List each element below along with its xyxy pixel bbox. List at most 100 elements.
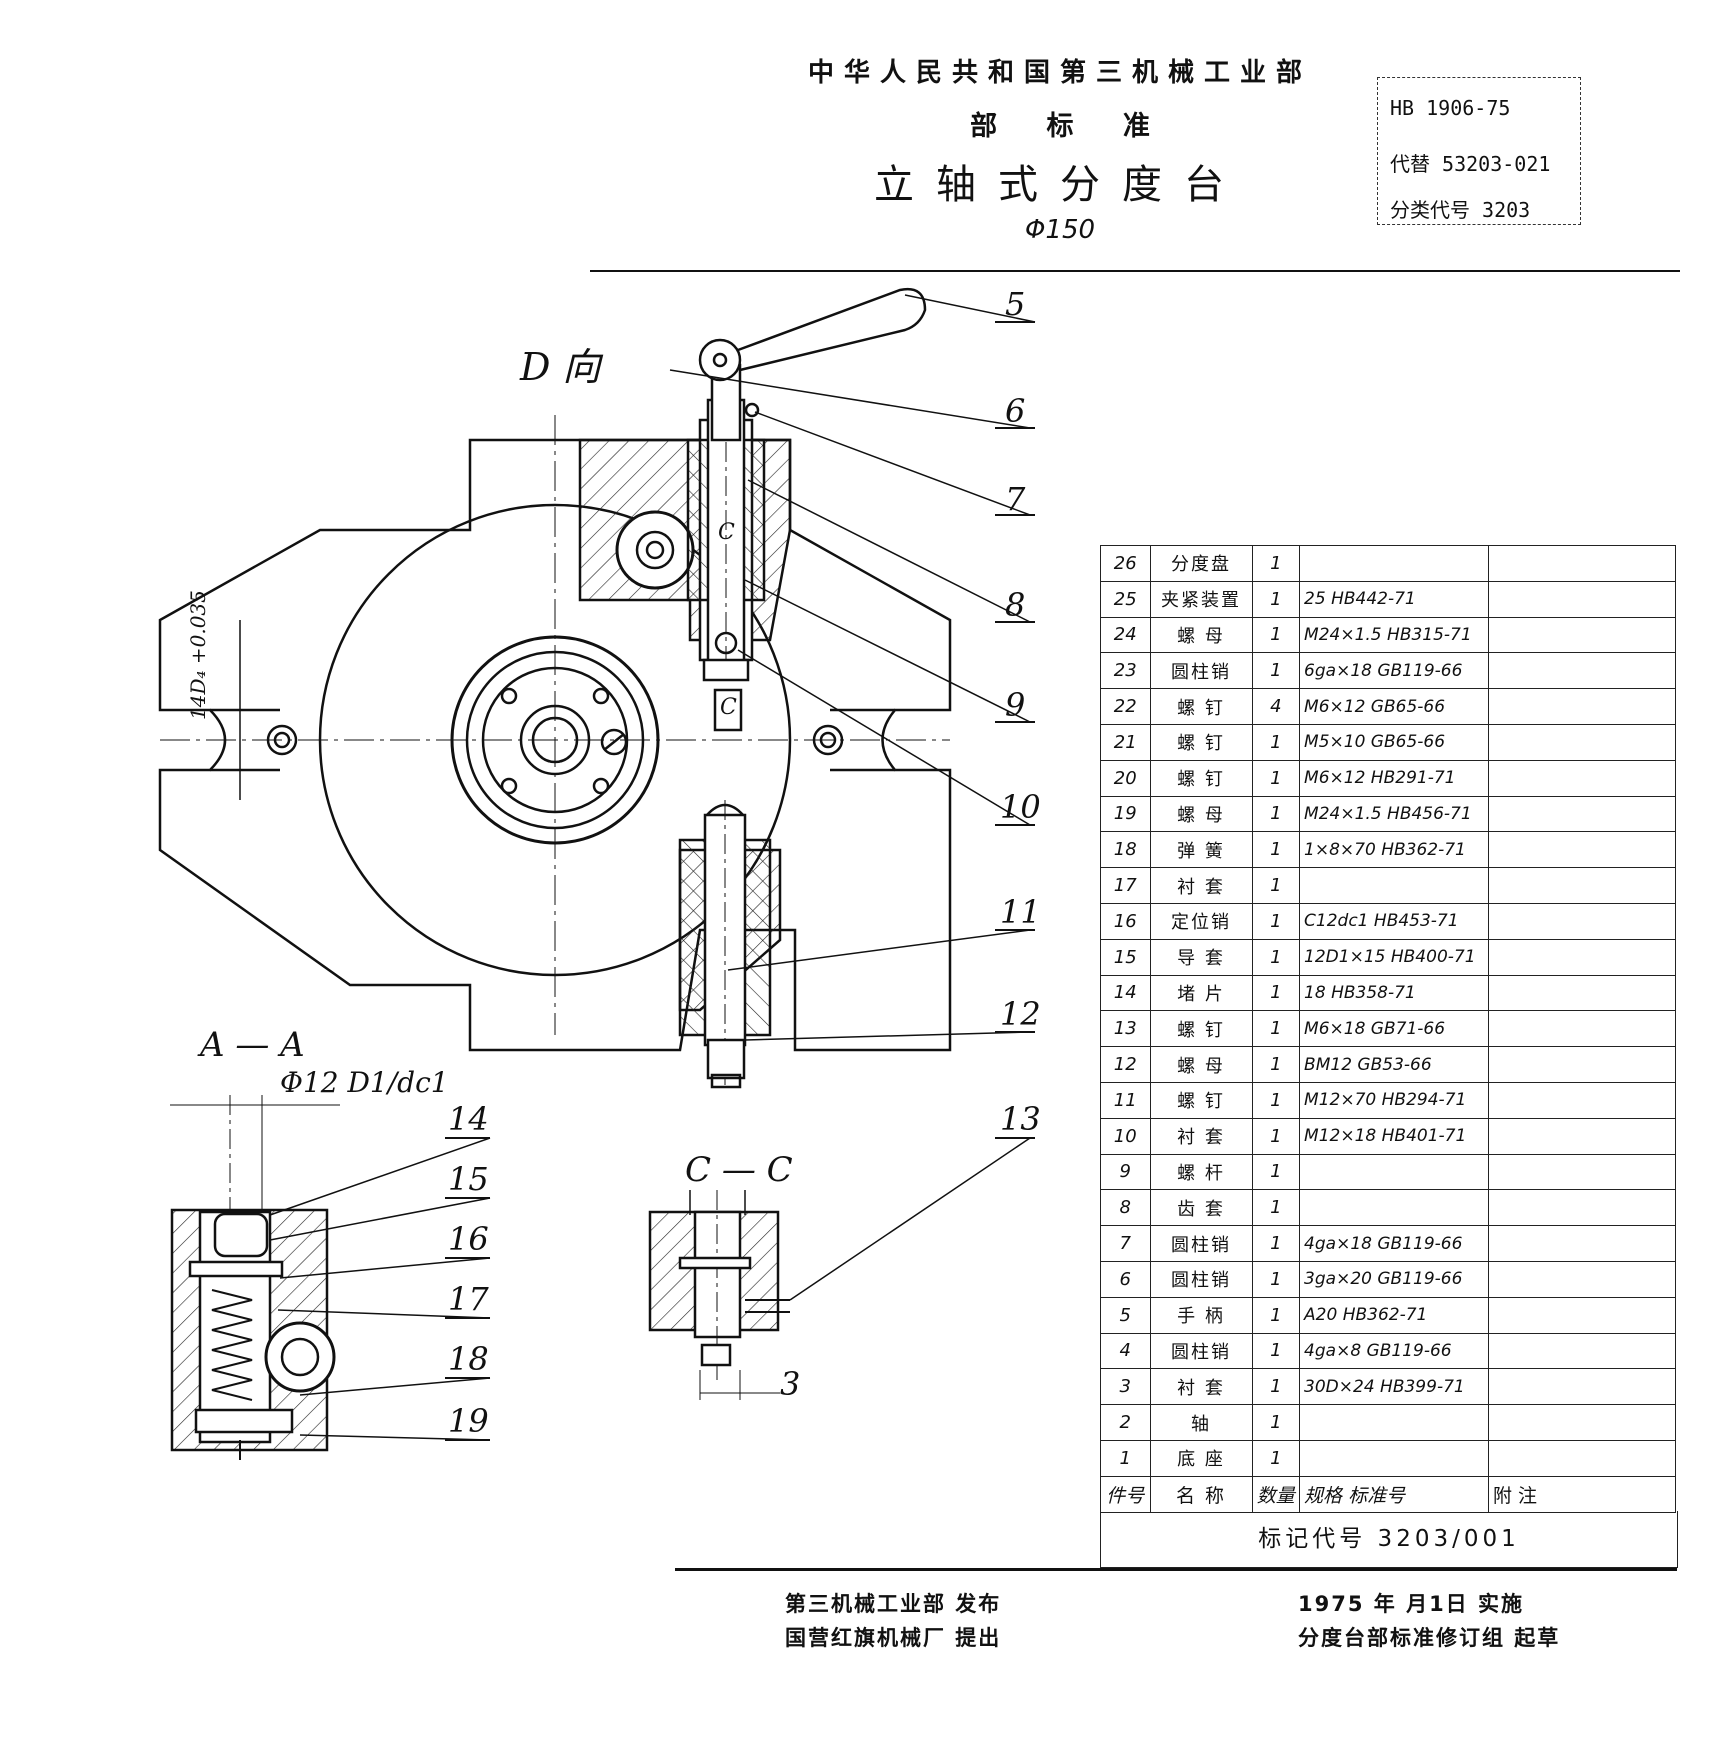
c-mark-lower: C	[720, 695, 737, 720]
cell-qty: 1	[1251, 831, 1301, 869]
cell-no: 9	[1100, 1153, 1151, 1191]
cell-name: 衬 套	[1149, 1117, 1253, 1155]
cell-name: 螺 杆	[1149, 1153, 1253, 1191]
cell-note	[1488, 1404, 1676, 1441]
effective-date: 1975 年 月1日 实施	[1298, 1592, 1524, 1616]
classification-code: 分类代号 3203	[1390, 198, 1531, 222]
cell-qty: 1	[1251, 759, 1301, 797]
cell-qty: 1	[1251, 1439, 1301, 1477]
base-plate-outline	[158, 438, 952, 1052]
cell-no: 3	[1100, 1368, 1151, 1406]
callout-12: 12	[1000, 995, 1041, 1033]
cell-name: 定位销	[1149, 902, 1253, 940]
cell-qty: 1	[1251, 1117, 1301, 1155]
cell-name: 螺 钉	[1149, 759, 1253, 797]
cell-no: 5	[1100, 1296, 1151, 1334]
cell-note	[1488, 580, 1676, 618]
issuing-ministry: 中华人民共和国第三机械工业部	[807, 58, 1312, 88]
cell-spec: A20 HB362-71	[1299, 1296, 1489, 1334]
standard-code-box: HB 1906-75 代替 53203-021 分类代号 3203	[1377, 77, 1581, 225]
cell-qty: 1	[1251, 1332, 1301, 1370]
callout-5: 5	[1005, 285, 1026, 323]
cell-spec: M6×12 GB65-66	[1299, 688, 1489, 725]
cell-name: 衬 套	[1149, 1368, 1253, 1406]
cell-note	[1488, 688, 1676, 725]
footer-rule	[675, 1568, 1677, 1571]
c-mark-upper: C	[718, 520, 735, 545]
cell-no: 4	[1100, 1332, 1151, 1370]
cell-spec	[1299, 1189, 1489, 1227]
cell-no: 26	[1100, 545, 1151, 582]
cell-name: 手 柄	[1149, 1296, 1253, 1334]
section-aa-dimension: Φ12 D1/dc1	[280, 1066, 449, 1099]
issued-by: 第三机械工业部 发布	[785, 1592, 1002, 1616]
cell-note	[1488, 831, 1676, 869]
cell-no: 24	[1100, 616, 1151, 654]
cell-note	[1488, 1189, 1676, 1227]
cell-spec: 12D1×15 HB400-71	[1299, 938, 1489, 976]
cell-no: 21	[1100, 723, 1151, 761]
cell-note	[1488, 902, 1676, 940]
cell-qty: 1	[1251, 1404, 1301, 1441]
callout-14: 14	[448, 1100, 489, 1138]
cell-spec	[1299, 1404, 1489, 1441]
cell-spec	[1299, 867, 1489, 904]
cell-qty: 1	[1251, 902, 1301, 940]
cell-note	[1488, 759, 1676, 797]
callout-16: 16	[448, 1220, 489, 1258]
cell-no: 23	[1100, 652, 1151, 690]
cell-note	[1488, 974, 1676, 1012]
cell-qty: 1	[1251, 938, 1301, 976]
cell-no: 11	[1100, 1081, 1151, 1119]
cell-no: 25	[1100, 580, 1151, 618]
cell-qty: 1	[1251, 1081, 1301, 1119]
cell-no: 15	[1100, 938, 1151, 976]
callout-6: 6	[1005, 392, 1026, 430]
callout-10: 10	[1000, 788, 1041, 826]
cell-name: 螺 母	[1149, 1046, 1253, 1083]
cell-name: 导 套	[1149, 938, 1253, 976]
cell-spec: M12×70 HB294-71	[1299, 1081, 1489, 1119]
cell-no: 19	[1100, 795, 1151, 833]
cell-qty: 1	[1251, 1368, 1301, 1406]
cell-spec: M5×10 GB65-66	[1299, 723, 1489, 761]
cell-name: 螺 钉	[1149, 688, 1253, 725]
cell-spec	[1299, 1153, 1489, 1191]
section-cc-label: C — C	[685, 1150, 793, 1190]
cell-name: 螺 母	[1149, 795, 1253, 833]
cell-note	[1488, 652, 1676, 690]
cell-qty: 1	[1251, 1296, 1301, 1334]
header-rule	[590, 270, 1680, 272]
cell-qty: 1	[1251, 1225, 1301, 1262]
cell-note	[1488, 1439, 1676, 1477]
cell-no: 20	[1100, 759, 1151, 797]
parts-table-header: 件号 名 称 数量 规格 标准号 附 注	[1100, 1475, 1676, 1513]
cell-spec: 6ga×18 GB119-66	[1299, 652, 1489, 690]
cell-no: 18	[1100, 831, 1151, 869]
cell-name: 夹紧装置	[1149, 580, 1253, 618]
cell-spec: M24×1.5 HB456-71	[1299, 795, 1489, 833]
cell-spec: M12×18 HB401-71	[1299, 1117, 1489, 1155]
cell-no: 22	[1100, 688, 1151, 725]
cell-note	[1488, 616, 1676, 654]
cell-name: 齿 套	[1149, 1189, 1253, 1227]
cell-name: 衬 套	[1149, 867, 1253, 904]
callout-19: 19	[448, 1402, 489, 1440]
cell-qty: 1	[1251, 545, 1301, 582]
header-spec: 规格 标准号	[1299, 1475, 1489, 1513]
cell-qty: 1	[1251, 616, 1301, 654]
cell-note	[1488, 867, 1676, 904]
cell-name: 圆柱销	[1149, 652, 1253, 690]
